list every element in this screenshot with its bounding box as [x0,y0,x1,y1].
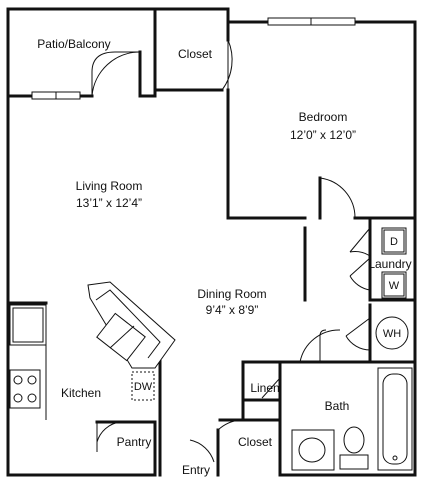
interior-walls [6,20,417,477]
closet-top-label: Closet [178,47,213,61]
toilet-tank [339,454,369,470]
pantry-label: Pantry [117,435,152,449]
kitchen-island [87,281,176,369]
water-heater-label: WH [383,328,401,340]
bedroom-label: Bedroom [299,110,348,124]
living-room-label: Living Room [76,179,143,193]
fixture-labels: D W WH DW [134,236,401,393]
range [9,369,41,409]
closet-bottom-label: Closet [238,435,273,449]
laundry-fixtures [375,227,409,350]
dining-room-dimensions: 9’4” x 8’9” [206,303,259,317]
bath-label: Bath [325,399,350,413]
doors [91,39,371,463]
dishwasher-label: DW [134,381,153,393]
outer-walls [6,7,417,477]
washer-label: W [389,280,400,292]
dishwasher [131,371,155,401]
dryer-label: D [390,236,398,248]
kitchen-fixtures [9,281,176,420]
living-room-dimensions: 13’1” x 12’4” [76,196,142,210]
linen-label: Linen [250,381,279,395]
laundry-label: Laundry [368,257,411,271]
entry-label: Entry [182,463,210,477]
toilet-bowl [343,426,365,454]
windows [31,17,356,100]
patio-label: Patio/Balcony [37,37,110,51]
bedroom-dimensions: 12’0” x 12’0” [290,128,356,142]
bath-fixtures [291,367,413,471]
sink [96,312,146,362]
kitchen-label: Kitchen [61,386,101,400]
room-labels: Patio/Balcony Closet Bedroom 12’0” x 12’… [37,37,411,477]
water-heater [375,316,409,350]
bath-vanity [291,429,335,471]
dining-room-label: Dining Room [197,287,266,301]
